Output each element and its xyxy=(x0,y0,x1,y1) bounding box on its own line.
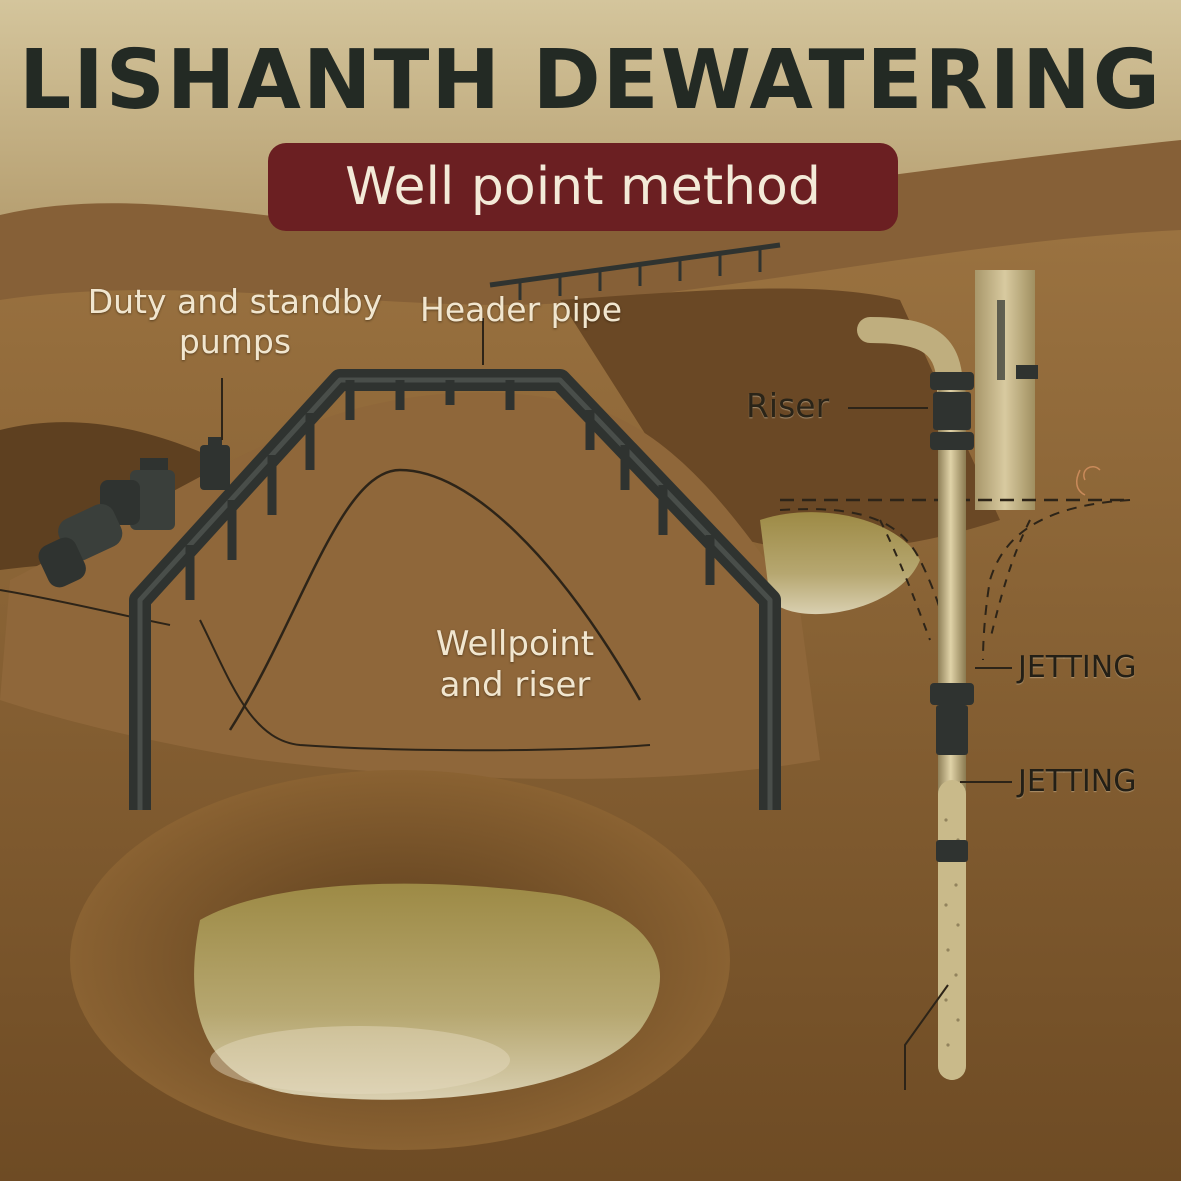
wellpoint-outline xyxy=(228,468,642,731)
duty-pumps-label: Duty and standby pumps xyxy=(87,282,383,362)
riser-couplings xyxy=(930,372,974,862)
distant-risers xyxy=(518,248,762,300)
ground-cable xyxy=(199,619,651,752)
jetting-lower-label: JETTING xyxy=(1018,764,1137,799)
pump-cable xyxy=(0,589,171,626)
wellpoint-risers xyxy=(185,380,715,600)
tip-leader xyxy=(904,984,949,1090)
trench-channel xyxy=(560,288,1000,550)
riser-label: Riser xyxy=(746,386,830,425)
pump-icon xyxy=(38,458,175,588)
jetting-upper-label: JETTING xyxy=(1018,650,1137,685)
trench-water xyxy=(760,512,920,615)
page-title: LISHANTH DEWATERING xyxy=(18,33,1163,128)
water-reflection xyxy=(210,1026,510,1094)
wellpoint-screen xyxy=(938,780,966,1080)
subtitle-text: Well point method xyxy=(345,157,821,217)
distant-header-pipe xyxy=(489,242,781,288)
control-box-icon xyxy=(200,437,230,490)
wellpoint-riser-label: Wellpoint and riser xyxy=(435,624,595,706)
pit-water xyxy=(194,883,661,1100)
subtitle-banner: Well point method xyxy=(268,143,898,231)
header-pipe-label: Header pipe xyxy=(420,290,623,329)
drawdown-curve-right xyxy=(982,499,1131,661)
